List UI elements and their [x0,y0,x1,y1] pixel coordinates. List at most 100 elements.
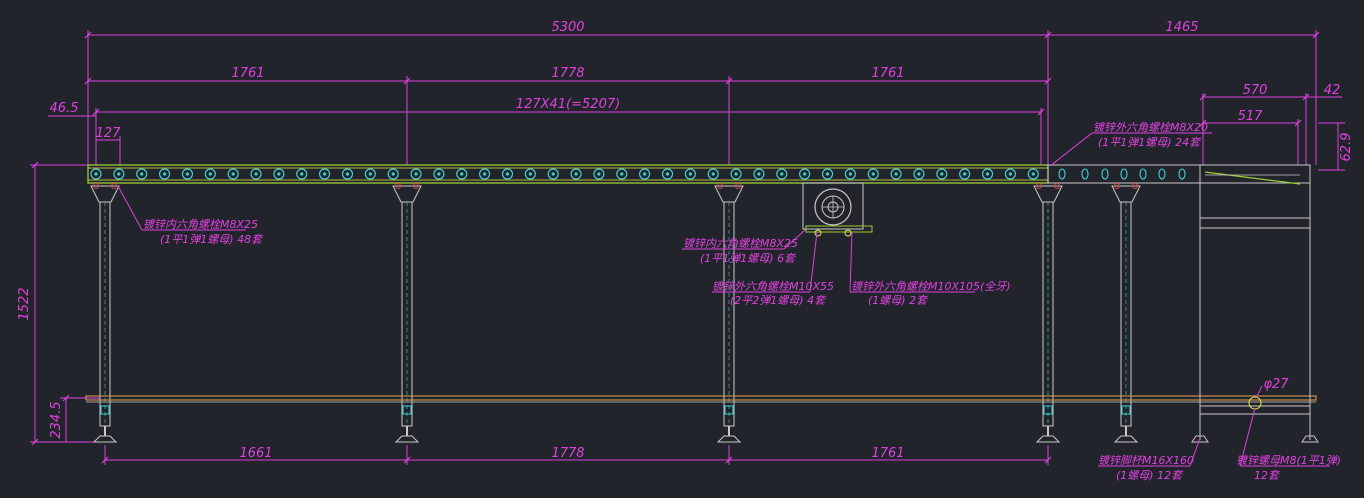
roller [1120,168,1128,180]
roller-axle [963,172,967,176]
roller [250,168,262,180]
roller-axle [162,172,167,176]
roller [410,168,422,180]
roller [616,168,628,180]
roller [776,168,788,180]
dim-tail-62-9: 62.9 [1339,133,1354,162]
dim-tail-570: 570 [1243,83,1268,98]
dim-tail-length: 1465 [1165,20,1198,35]
roller [341,168,354,180]
dim-bottom-3: 1761 [871,446,904,461]
roller-axle [871,172,875,176]
bolt-head [1036,183,1042,189]
roller-axle [414,172,418,176]
roller-axle [848,172,852,176]
roller [158,168,171,180]
roller-axle [323,172,327,176]
roller-axle [985,172,990,176]
note-nut-m8-line2: 12套 [1254,469,1281,482]
roller-axle [620,172,624,176]
note-bolt-m8x20-line1: 镀锌外六角螺栓M8X20 [1093,121,1208,134]
note-bolt-m8x25-mid-line2: (1平1弹1螺母) 6套 [700,252,797,265]
bolt-head [735,183,741,189]
bolt-head [111,183,117,189]
roller [1004,168,1017,180]
roller [501,168,514,180]
roller-axle [757,172,761,176]
dimension-texts: 5300 1465 1761 1778 1761 127X41(=5207) 4… [17,20,1354,461]
leg-joint [724,405,734,415]
roller [1158,168,1166,180]
roller [1178,168,1186,180]
dim-roller-pitch: 127 [96,126,122,141]
roller-axle [437,172,441,176]
roller [1081,168,1089,180]
dim-tail-517: 517 [1238,109,1264,124]
dim-roller-pitch-total: 127X41(=5207) [516,97,620,112]
bolt-head [717,183,723,189]
leg-joint [402,405,412,415]
roller [547,168,559,180]
drive-motor [802,182,873,237]
roller [730,168,742,180]
roller [1139,168,1147,180]
roller [593,168,605,180]
roller [433,168,445,180]
roller [570,168,582,180]
dim-end-offset: 46.5 [50,101,79,116]
tail-frame [1199,183,1311,440]
roller-axle [231,172,235,176]
dim-tail-42: 42 [1324,83,1341,98]
roller [296,168,308,180]
leg-bracket [1111,185,1141,203]
roller-axle [643,172,647,176]
bolt-head [1114,183,1120,189]
roller-axle [254,172,258,176]
roller-axle [460,172,464,176]
roller-axle [140,172,144,176]
bolt-head [1054,183,1060,189]
conveyor-bed [87,164,1311,185]
dim-span-2: 1778 [551,66,584,81]
note-foot-m16-line1: 镀锌脚杯M16X160 [1098,454,1194,467]
roller-axle [391,172,395,176]
foot-cup [1301,435,1319,443]
roller [1058,168,1066,180]
bolt-head [413,183,419,189]
roller-axle [300,172,304,176]
bolt-head [395,183,401,189]
note-bolt-m8x25-left-line1: 镀锌内六角螺栓M8X25 [143,218,258,231]
foot-cup [1035,435,1061,443]
roller-axle [1008,172,1013,176]
roller-axle [894,172,898,176]
leg-bracket [392,185,422,203]
leg-bracket [90,185,120,203]
leg-joint [100,405,110,415]
roller [387,168,399,180]
leg-group [90,183,1319,443]
dim-bottom-1: 1661 [239,446,272,461]
roller [821,168,834,180]
roller-axle [917,172,921,176]
roller-axle [734,172,738,176]
dim-overall-length: 5300 [551,20,584,35]
roller-group [90,168,1186,180]
leg-bracket [1033,185,1063,203]
leg-joint [1121,405,1131,415]
dimension-ticks [31,31,1320,464]
roller-axle [597,172,601,176]
roller [90,168,102,180]
foot-cup [1191,435,1209,443]
roller [844,168,856,180]
roller-axle [505,172,510,176]
note-bolt-m8x25-left-line2: (1平1弹1螺母) 48套 [160,233,264,246]
roller [1101,168,1109,180]
roller [113,168,125,180]
roller-axle [185,172,190,176]
roller-axle [117,172,121,176]
roller-axle [711,172,715,176]
note-bolt-m10x105-line1: 镀锌外六角螺栓M10X105(全牙) [851,280,1011,293]
leg-joint [1043,405,1053,415]
roller [136,168,148,180]
note-bolt-m8x20-line2: (1平1弹1螺母) 24套 [1098,136,1202,149]
